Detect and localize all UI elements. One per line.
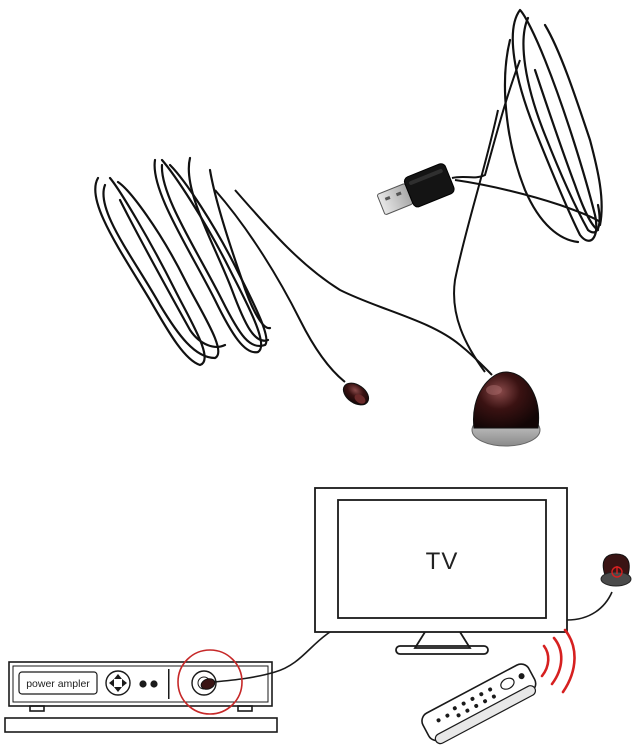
usb-cable <box>451 59 521 179</box>
ir-signal-waves-icon <box>540 628 576 694</box>
amplifier-button-2 <box>150 680 158 688</box>
tv-set <box>314 487 568 655</box>
tv-receiver-cable <box>566 591 613 621</box>
remote-control-icon <box>421 663 537 745</box>
receiver-cable-right <box>453 109 499 373</box>
amplifier-foot-left <box>29 705 45 712</box>
amplifier-inner-frame <box>12 665 269 703</box>
cable-coil-left <box>94 156 272 367</box>
usb-plug <box>377 163 455 215</box>
ir-emitter-head <box>342 382 370 406</box>
tv-label: TV <box>426 548 459 575</box>
emitter-cable <box>214 189 346 383</box>
amplifier-button-1 <box>139 680 147 688</box>
receiver-cable-left <box>234 189 493 376</box>
highlight-circle <box>177 649 243 715</box>
cable-coil-right <box>503 8 603 244</box>
amplifier-divider <box>168 669 170 699</box>
ir-receiver-dome <box>471 371 541 447</box>
tv-side-ir-receiver <box>600 553 632 587</box>
power-amplifier <box>4 661 278 733</box>
amplifier-ir-emitter <box>200 678 216 690</box>
tv-screen <box>337 499 547 619</box>
amplifier-label-box <box>18 671 98 695</box>
amplifier-foot-right <box>237 705 253 712</box>
amplifier-dpad-icon <box>105 670 131 696</box>
tv-stand-neck <box>413 631 472 649</box>
amplifier-shelf <box>4 717 278 733</box>
cable-crossover <box>454 179 601 223</box>
tv-stand-base <box>395 645 489 655</box>
amplifier-label: power ampler <box>26 678 90 690</box>
amplifier-body <box>8 661 273 707</box>
tv-amplifier-cable <box>213 631 331 683</box>
tv-frame <box>314 487 568 633</box>
